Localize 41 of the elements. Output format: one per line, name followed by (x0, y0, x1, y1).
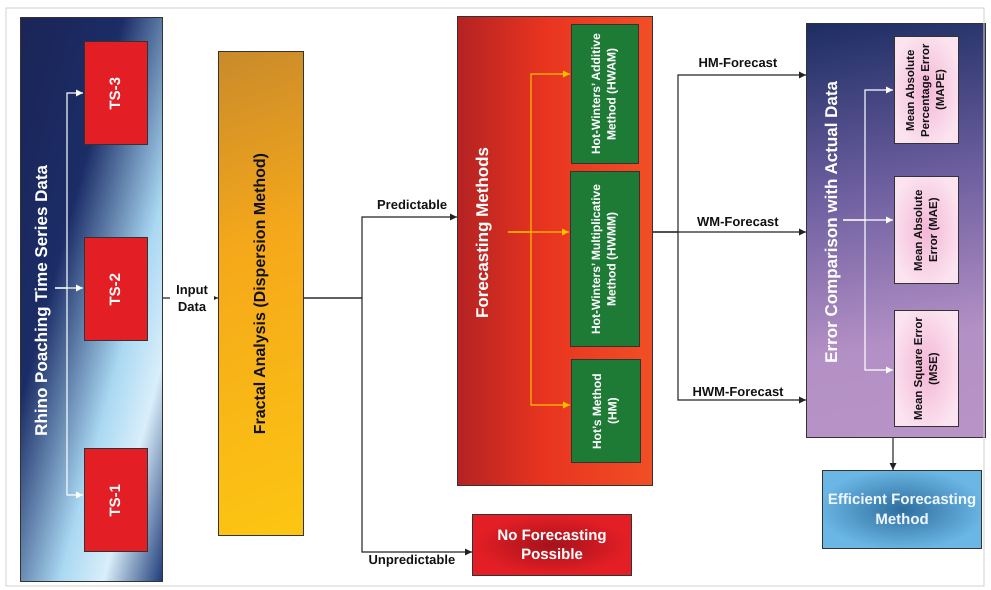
arrow (890, 438, 896, 470)
result-box (822, 470, 982, 549)
group-title: Rhino Poaching Time Series Data (30, 165, 52, 436)
metric-box (894, 176, 959, 284)
group-panel (806, 23, 986, 438)
method-box (570, 171, 640, 347)
series-box (84, 41, 148, 145)
metric-box (894, 310, 959, 427)
arrow (55, 287, 83, 498)
group-title: Error Comparison with Actual Data (820, 80, 842, 362)
arrow (508, 231, 570, 408)
box-label: TS-3 (106, 76, 126, 110)
arrow (653, 231, 806, 404)
edge-label: Unpredictable (368, 551, 456, 569)
box-label: No Forecasting Possible (496, 526, 608, 564)
box-label: TS-1 (106, 484, 126, 516)
series-box (84, 237, 148, 341)
box-label: Efficient Forecasting Method (826, 490, 978, 529)
edge-label: WM-Forecast (697, 213, 779, 231)
box-label: Hot’s Method (HM) (589, 372, 621, 451)
method-box (571, 24, 639, 164)
group-panel (457, 16, 653, 486)
edge-label: Predictable (377, 196, 448, 214)
box-label: Mean Absolute Error (MAE) (912, 188, 940, 273)
box-label: TS-2 (106, 272, 126, 306)
box-label: Hot-Winters’ Multiplicative Method (HWMM) (588, 183, 620, 336)
edge-label: HWM-Forecast (692, 383, 784, 401)
metric-box (894, 36, 959, 144)
group-panel (20, 17, 163, 582)
edge-label: HM-Forecast (698, 54, 778, 72)
outcome-box (472, 514, 632, 576)
series-box (84, 448, 148, 552)
box-label: Fractal Analysis (Dispersion Method) (250, 152, 270, 434)
box-label: Hot-Winters’ Additive Method (HWAM) (588, 32, 620, 156)
group-title: Forecasting Methods (472, 146, 493, 318)
box-label: Mean Square Error (MSE) (912, 316, 940, 422)
box-label: Mean Absolute Percentage Error (MAPE) (904, 42, 948, 139)
process-box (218, 51, 304, 536)
arrow (304, 297, 472, 556)
arrow (843, 219, 893, 374)
method-box (571, 359, 641, 463)
